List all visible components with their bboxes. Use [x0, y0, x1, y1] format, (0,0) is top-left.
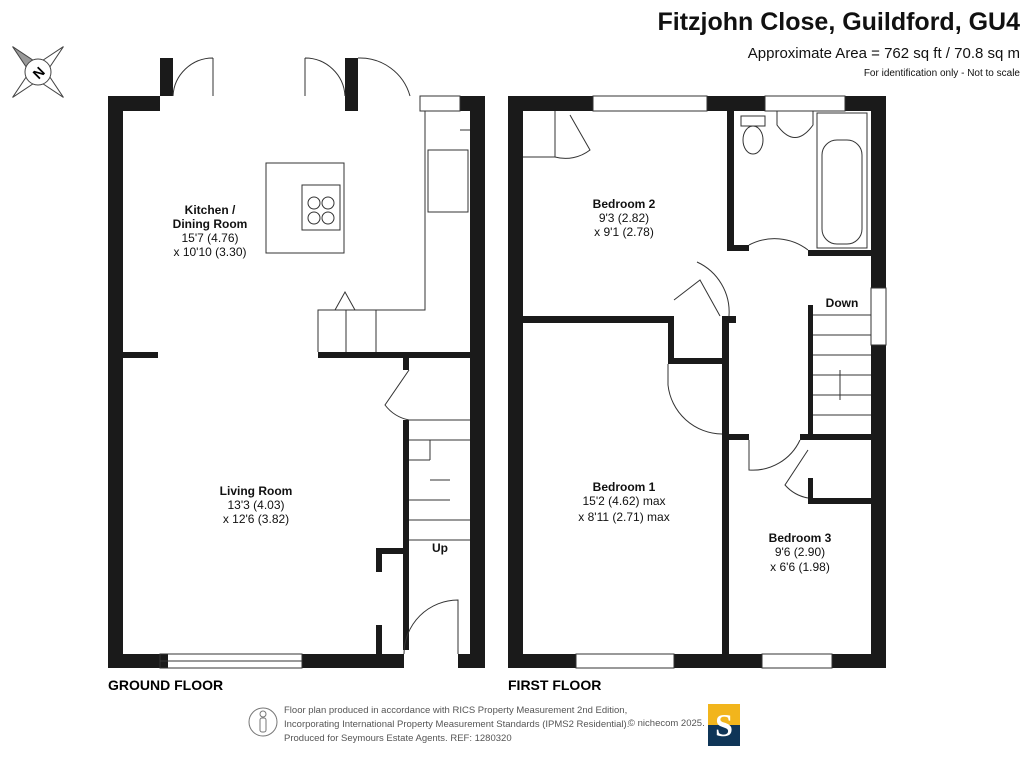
bedroom-1-label: Bedroom 1	[593, 480, 656, 494]
first-floor-label: FIRST FLOOR	[508, 677, 601, 693]
disclaimer-note: For identification only - Not to scale	[863, 68, 1020, 79]
living-room-dimension-2: x 12'6 (3.82)	[223, 512, 289, 526]
bedroom-2-dimension-1: 9'3 (2.82)	[599, 211, 649, 225]
ground-floor-label: GROUND FLOOR	[108, 677, 223, 693]
bedroom-2-label: Bedroom 2	[593, 197, 656, 211]
kitchen-label-line2: Dining Room	[173, 217, 248, 231]
footer-line-2: Incorporating International Property Mea…	[284, 719, 630, 730]
first-floor-fixtures	[523, 95, 887, 669]
stairs-up-label: Up	[432, 541, 448, 555]
bedroom-1-dimension-1: 15'2 (4.62) max	[583, 494, 666, 508]
bedroom-1-dimension-2: x 8'11 (2.71) max	[578, 510, 669, 524]
footer-line-3: Produced for Seymours Estate Agents. REF…	[284, 733, 512, 744]
footer-line-1: Floor plan produced in accordance with R…	[284, 705, 628, 716]
kitchen-dimension-1: 15'7 (4.76)	[182, 231, 239, 245]
stairs-down-label: Down	[826, 296, 859, 310]
compass-icon	[12, 46, 64, 98]
ground-floor-walls	[108, 58, 485, 668]
ground-floor-fixtures	[159, 57, 470, 669]
bedroom-2-dimension-2: x 9'1 (2.78)	[594, 225, 654, 239]
copyright: © nichecom 2025.	[628, 718, 705, 729]
bedroom-3-label: Bedroom 3	[769, 531, 832, 545]
bedroom-3-dimension-2: x 6'6 (1.98)	[770, 560, 830, 574]
agent-logo-letter: S	[715, 707, 733, 743]
kitchen-label: Kitchen /	[185, 203, 236, 217]
bedroom-3-dimension-1: 9'6 (2.90)	[775, 545, 825, 559]
approximate-area: Approximate Area = 762 sq ft / 70.8 sq m	[747, 45, 1020, 62]
footer-text: Floor plan produced in accordance with R…	[284, 704, 629, 746]
person-scale-icon	[248, 707, 278, 737]
living-room-dimension-1: 13'3 (4.03)	[228, 498, 285, 512]
living-room-label: Living Room	[220, 484, 293, 498]
kitchen-dimension-2: x 10'10 (3.30)	[173, 245, 246, 259]
first-floor-walls	[508, 96, 886, 668]
agent-logo: S	[708, 704, 740, 746]
property-title: Fitzjohn Close, Guildford, GU4	[657, 8, 1021, 36]
